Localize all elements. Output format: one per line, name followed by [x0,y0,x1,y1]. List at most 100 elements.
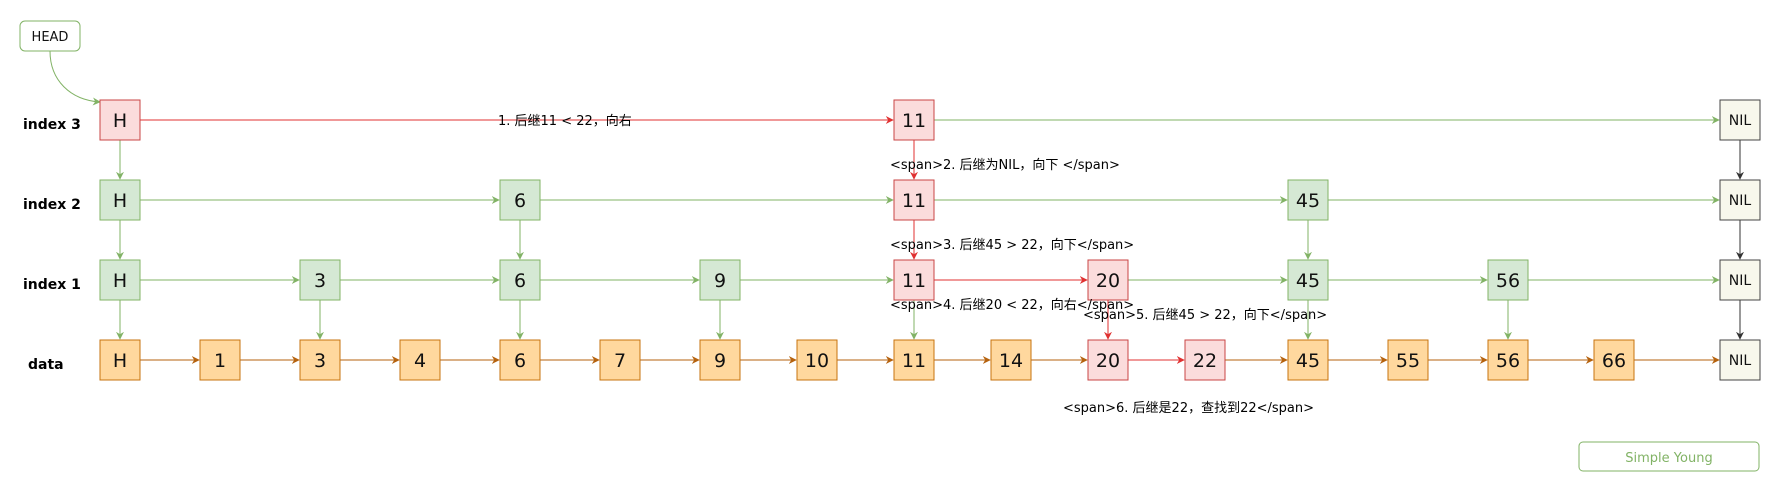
node-box [1487,259,1529,301]
node-index1-56: 56 [1487,259,1529,301]
node-box [99,339,141,381]
node-box [1087,259,1129,301]
node-index2-45: 45 [1287,179,1329,221]
node-value: NIL [1729,113,1752,129]
node-value: 20 [1096,270,1120,292]
row-label-data: data [28,357,64,373]
node-box [99,99,141,141]
node-value: H [113,110,127,132]
node-box [990,339,1032,381]
node-data-4: 4 [399,339,441,381]
node-box [1087,339,1129,381]
node-index2-h: H [99,179,141,221]
node-value: NIL [1729,353,1752,369]
node-data-20: 20 [1087,339,1129,381]
node-index1-20: 20 [1087,259,1129,301]
node-box [1719,259,1761,301]
node-value: 7 [614,350,626,372]
node-value: 22 [1193,350,1217,372]
node-box [299,339,341,381]
node-value: 55 [1396,350,1420,372]
node-box [299,259,341,301]
node-value: 6 [514,270,526,292]
node-value: 4 [414,350,426,372]
node-index1-9: 9 [699,259,741,301]
node-index2-nil: NIL [1719,179,1761,221]
node-data-56: 56 [1487,339,1529,381]
node-value: 11 [902,110,926,132]
step-3-label: <span>3. 后继45 > 22，向下</span> [890,237,1134,253]
node-box [893,179,935,221]
step-annotations: 1. 后继11 < 22，向右 <span>2. 后继为NIL，向下 </spa… [498,113,1327,416]
node-box [1287,179,1329,221]
node-box [893,259,935,301]
node-value: 56 [1496,350,1520,372]
node-index1-3: 3 [299,259,341,301]
edges-layer [116,116,1744,364]
node-value: H [113,270,127,292]
node-box [1719,339,1761,381]
node-index3-h: H [99,99,141,141]
node-box [399,339,441,381]
node-index1-11: 11 [893,259,935,301]
node-index2-6: 6 [499,179,541,221]
row-label-index-3: index 3 [23,117,81,133]
node-data-9: 9 [699,339,741,381]
node-box [599,339,641,381]
node-value: 9 [714,270,726,292]
node-value: 20 [1096,350,1120,372]
node-data-6: 6 [499,339,541,381]
node-value: 6 [514,350,526,372]
node-box [1719,179,1761,221]
node-box [499,339,541,381]
node-value: 45 [1296,270,1320,292]
node-box [99,259,141,301]
node-value: 9 [714,350,726,372]
credit-group: Simple Young [1578,441,1760,472]
node-value: 45 [1296,350,1320,372]
node-data-7: 7 [599,339,641,381]
node-data-h: H [99,339,141,381]
head-group: HEAD [19,20,101,106]
node-data-11: 11 [893,339,935,381]
node-index1-h: H [99,259,141,301]
step-5-label: <span>5. 后继45 > 22，向下</span> [1083,307,1327,323]
node-value: 14 [999,350,1023,372]
node-data-45: 45 [1287,339,1329,381]
node-box [499,179,541,221]
node-box [893,339,935,381]
node-value: 11 [902,190,926,212]
node-index1-45: 45 [1287,259,1329,301]
node-value: NIL [1729,193,1752,209]
node-box [1593,339,1635,381]
node-value: 10 [805,350,829,372]
node-value: 56 [1496,270,1520,292]
node-data-22: 22 [1184,339,1226,381]
node-value: 6 [514,190,526,212]
node-value: 66 [1602,350,1626,372]
node-box [1287,259,1329,301]
node-box [699,259,741,301]
node-index1-6: 6 [499,259,541,301]
node-box [796,339,838,381]
node-box [99,179,141,221]
node-index3-11: 11 [893,99,935,141]
head-pointer-curve [49,50,101,106]
step-1-label: 1. 后继11 < 22，向右 [498,113,632,129]
node-data-66: 66 [1593,339,1635,381]
step-2-label: <span>2. 后继为NIL，向下 </span> [890,157,1120,173]
credit-label: Simple Young [1625,451,1712,466]
node-value: 1 [214,350,226,372]
node-box [1719,99,1761,141]
node-box [199,339,241,381]
node-data-3: 3 [299,339,341,381]
node-box [1287,339,1329,381]
row-labels: index 3 index 2 index 1 data [23,117,81,373]
node-data-nil: NIL [1719,339,1761,381]
node-box [699,339,741,381]
node-value: H [113,190,127,212]
node-box [1487,339,1529,381]
node-box [499,259,541,301]
node-value: 11 [902,270,926,292]
